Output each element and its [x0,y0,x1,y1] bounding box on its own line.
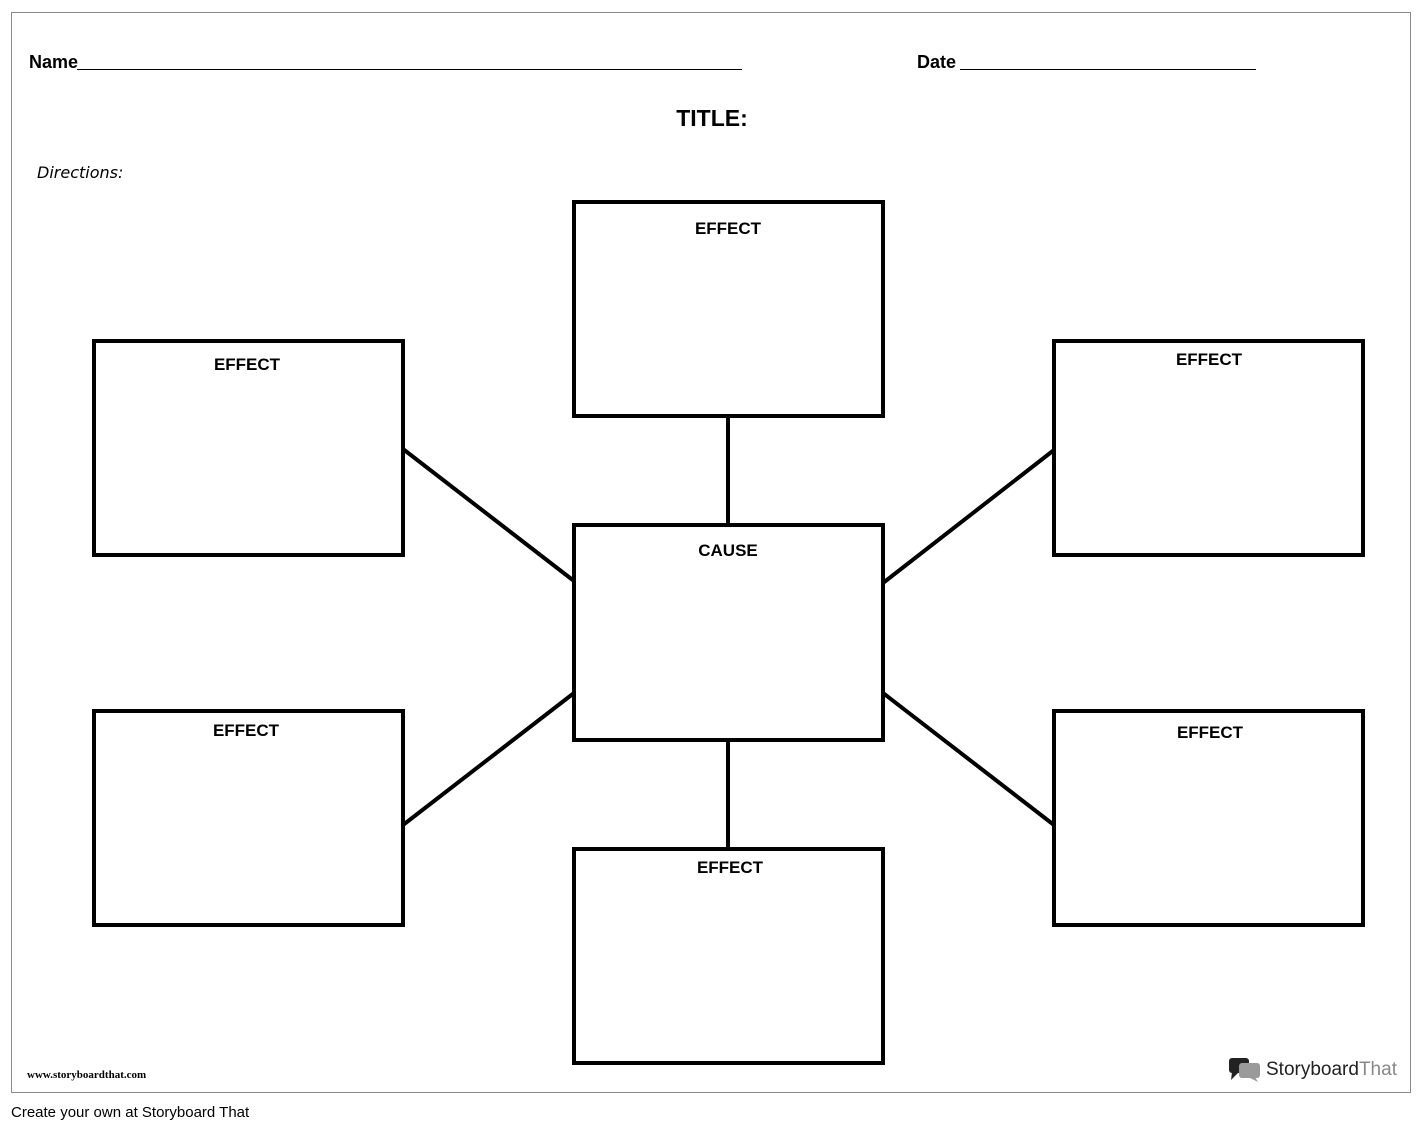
effect-box-lower-right[interactable] [1052,709,1365,927]
website-url: www.storyboardthat.com [27,1069,147,1081]
effect-label-lower-left: EFFECT [213,721,280,740]
worksheet: Name Date TITLE: Directions: EFFECT EFFE… [11,12,1411,1093]
date-label: Date [917,52,957,72]
connector-lower-left [401,691,576,827]
directions-label: Directions: [37,163,124,182]
effect-label-upper-right: EFFECT [1176,350,1243,369]
storyboardthat-logo: StoryboardThat [1228,1057,1397,1083]
connector-lower-right [881,691,1056,827]
cause-effect-diagram: EFFECT EFFECT EFFECT CAUSE EFFECT EFFECT… [92,200,1365,1065]
worksheet-title: TITLE: [676,105,748,131]
cause-label: CAUSE [698,541,758,560]
effect-label-upper-left: EFFECT [214,355,281,374]
effect-box-upper-right[interactable] [1052,339,1365,557]
effect-box-lower-left[interactable] [92,709,405,927]
brand-name-secondary: That [1358,1059,1397,1080]
effect-label-top: EFFECT [695,219,762,238]
effect-box-top[interactable] [572,200,885,418]
effect-label-lower-right: EFFECT [1177,723,1244,742]
date-field-line[interactable] [960,69,1256,70]
name-label: Name [29,52,79,72]
name-field-line[interactable] [77,69,742,70]
cause-box[interactable] [572,523,885,742]
brand-name-primary: Storyboard [1266,1059,1359,1080]
effect-box-upper-left[interactable] [92,339,405,557]
effect-box-bottom[interactable] [572,847,885,1065]
speech-bubbles-icon [1229,1058,1260,1082]
effect-label-bottom: EFFECT [697,858,764,877]
connector-upper-right [881,448,1056,585]
credit-link[interactable]: Create your own at Storyboard That [11,1104,250,1121]
connector-upper-left [401,447,576,583]
